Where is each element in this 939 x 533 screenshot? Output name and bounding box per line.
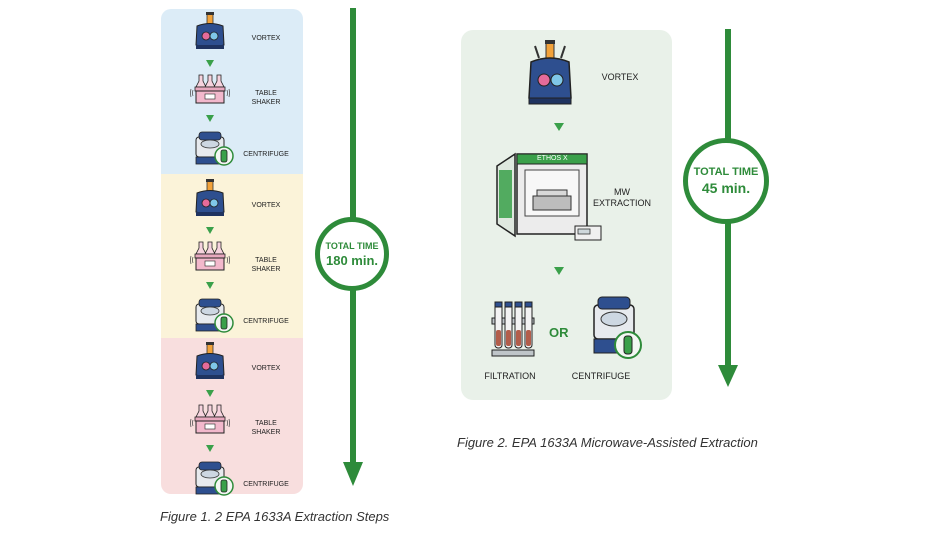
figure1-step-arrow xyxy=(206,227,214,234)
table-shaker-icon xyxy=(190,240,230,274)
fig2-centrifuge-icon xyxy=(590,295,642,361)
figure1-step-arrow xyxy=(206,282,214,289)
figure1-total-time-badge: TOTAL TIME 180 min. xyxy=(315,217,389,291)
figure1-panel xyxy=(161,9,303,494)
figure1-step-label: CENTRIFUGE xyxy=(243,318,289,325)
figure2-caption: Figure 2. EPA 1633A Microwave-Assisted E… xyxy=(457,435,758,450)
centrifuge-icon xyxy=(193,296,235,334)
fig2-mw-extraction-label: MW EXTRACTION xyxy=(592,187,651,208)
figure1-step-label: VORTEX xyxy=(251,202,281,209)
figure1-step-arrow xyxy=(206,445,214,452)
figure1-step-label: TABLE SHAKER xyxy=(251,420,281,436)
fig2-microwave-oven-icon xyxy=(495,150,605,245)
figure2-total-time-label: TOTAL TIME xyxy=(693,166,759,178)
fig2-oven-brand: ETHOS X xyxy=(537,155,568,162)
figure2-total-time-badge: TOTAL TIME 45 min. xyxy=(683,138,769,224)
table-shaker-icon xyxy=(190,73,230,107)
figure1-total-time-label: TOTAL TIME xyxy=(325,240,379,251)
table-shaker-icon xyxy=(190,403,230,437)
figure1-band-2 xyxy=(161,174,303,338)
fig2-arrow-1 xyxy=(554,123,564,131)
figure1-step-label: VORTEX xyxy=(251,365,281,372)
fig2-or-label: OR xyxy=(549,325,569,340)
figure1-total-time-value: 180 min. xyxy=(325,252,379,268)
fig2-filtration-label: FILTRATION xyxy=(484,371,536,381)
vortex-mixer-icon xyxy=(193,342,227,382)
figure1-step-arrow xyxy=(206,115,214,122)
figure1-step-label: CENTRIFUGE xyxy=(243,481,289,488)
fig2-filtration-icon xyxy=(490,300,536,358)
figure1-band-1 xyxy=(161,9,303,174)
fig2-centrifuge-label: CENTRIFUGE xyxy=(571,371,631,381)
centrifuge-icon xyxy=(193,129,235,167)
fig2-vortex-icon xyxy=(525,40,575,108)
figure1-step-label: TABLE SHAKER xyxy=(251,90,281,106)
figure1-step-arrow xyxy=(206,60,214,67)
figure1-step-arrow xyxy=(206,390,214,397)
vortex-mixer-icon xyxy=(193,12,227,52)
fig2-vortex-label: VORTEX xyxy=(601,72,639,82)
figure1-caption: Figure 1. 2 EPA 1633A Extraction Steps xyxy=(160,509,390,524)
figure1-step-label: TABLE SHAKER xyxy=(251,257,281,273)
vortex-mixer-icon xyxy=(193,179,227,219)
figure1-step-label: CENTRIFUGE xyxy=(243,151,289,158)
figure1-step-label: VORTEX xyxy=(251,35,281,42)
fig2-arrow-2 xyxy=(554,267,564,275)
centrifuge-icon xyxy=(193,459,235,497)
figure1-band-3 xyxy=(161,338,303,494)
figure2-total-time-value: 45 min. xyxy=(701,180,751,196)
